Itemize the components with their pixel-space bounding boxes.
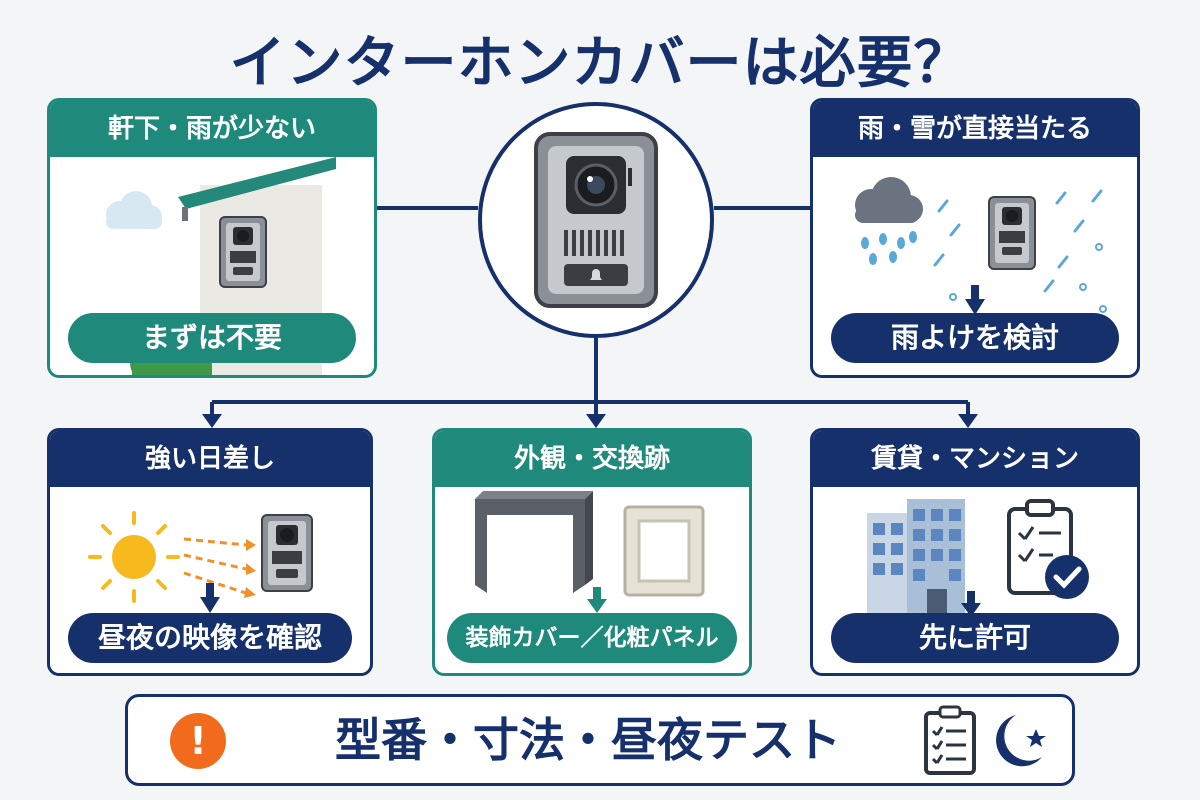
arrow-down-icon <box>587 599 607 613</box>
bottom-checklist-bar: ! 型番・寸法・昼夜テスト <box>125 694 1075 786</box>
panel-heading: 軒下・雨が少ない <box>50 101 374 157</box>
arrow-down-icon <box>965 299 985 315</box>
panel-heading: 雨・雪が直接当たる <box>813 101 1137 157</box>
rain-cloud-icon <box>855 177 923 265</box>
bottom-icons <box>924 705 1046 775</box>
checklist-icon <box>924 705 976 775</box>
result-pill: 先に許可 <box>831 613 1119 663</box>
cover-hood-icon <box>475 491 593 593</box>
center-intercom <box>478 102 714 338</box>
panel-eaves: 軒下・雨が少ない まずは不要 <box>47 98 377 378</box>
arrowhead-right <box>958 414 978 428</box>
decorative-panel-icon <box>623 505 705 597</box>
arrow-down-icon <box>961 603 981 617</box>
result-pill: 雨よけを検討 <box>831 313 1119 363</box>
panel-sunlight: 強い日差し 昼夜の映像を確認 <box>47 428 373 676</box>
apartment-building-icon <box>867 499 965 613</box>
house-eave-icon <box>178 157 336 209</box>
sun-rays-icon <box>183 537 247 595</box>
sunlight-illustration <box>88 511 313 613</box>
arrowhead-center <box>586 414 606 428</box>
intercom-icon <box>988 196 1036 270</box>
cloud-icon <box>106 191 162 229</box>
intercom-icon <box>261 514 313 592</box>
panel-rental: 賃貸・マンション <box>810 428 1140 676</box>
rental-illustration <box>867 499 1089 617</box>
warning-icon: ! <box>170 713 226 769</box>
panel-rain-snow: 雨・雪が直接当たる <box>810 98 1140 378</box>
result-pill: まずは不要 <box>68 313 356 363</box>
panel-heading: 外観・交換跡 <box>435 431 749 487</box>
arrow-down-icon <box>200 597 220 613</box>
intercom-icon <box>534 132 658 308</box>
panel-heading: 賃貸・マンション <box>813 431 1137 487</box>
arrowhead-left <box>202 414 222 428</box>
intercom-icon <box>219 216 267 288</box>
panel-heading: 強い日差し <box>50 431 370 487</box>
page-title: インターホンカバーは必要？ <box>229 31 971 96</box>
sun-icon <box>88 511 180 603</box>
bottom-message: 型番・寸法・昼夜テスト <box>335 713 841 767</box>
panel-appearance: 外観・交換跡 装飾カバー／化粧パネル <box>432 428 752 676</box>
moon-star-icon <box>996 715 1046 767</box>
result-pill: 装飾カバー／化粧パネル <box>447 613 737 663</box>
appearance-illustration <box>475 491 705 613</box>
snow-icon <box>933 189 1103 293</box>
rain-snow-illustration <box>855 177 1107 315</box>
clipboard-check-icon <box>1007 499 1089 599</box>
result-pill: 昼夜の映像を確認 <box>68 613 352 663</box>
